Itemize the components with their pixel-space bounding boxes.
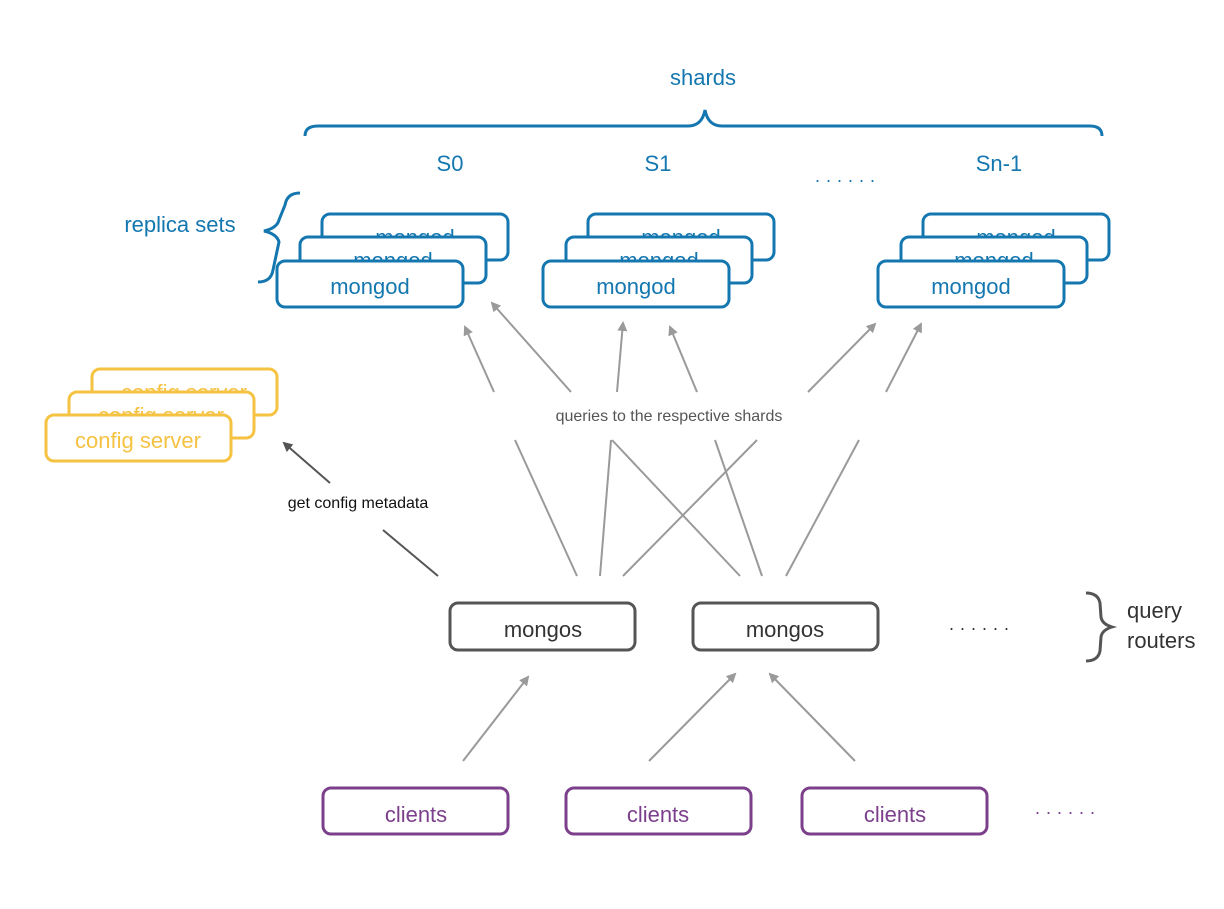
mongod-node-label: mongod	[931, 274, 1011, 299]
shard-s0-replica-stack: mongod mongod mongod	[275, 212, 510, 309]
shard-label-s0: S0	[437, 151, 464, 176]
shards-brace	[303, 109, 1104, 137]
query-routers-brace	[1085, 591, 1118, 663]
mongod-node	[876, 259, 1066, 309]
query-routers-label-line1: query	[1127, 598, 1182, 623]
queries-label: queries to the respective shards	[556, 408, 783, 425]
shards-ellipsis: · · · · · ·	[815, 170, 876, 190]
shard-label-sn-1: Sn-1	[976, 151, 1022, 176]
client-label: clients	[385, 802, 447, 827]
query-arrows-upper	[463, 301, 922, 393]
mongos-label: mongos	[746, 617, 824, 642]
shard-s1-replica-stack: mongod mongod mongod	[541, 212, 776, 309]
client-arrows	[462, 672, 856, 762]
mongos-label: mongos	[504, 617, 582, 642]
mongos-router-2: mongos	[691, 601, 880, 652]
clients-ellipsis: · · · · · ·	[1035, 802, 1096, 822]
replica-sets-brace	[257, 191, 301, 284]
client-node-1: clients	[321, 786, 510, 836]
mongod-node-label: mongod	[330, 274, 410, 299]
client-node-3: clients	[800, 786, 989, 836]
mongos-router-1: mongos	[448, 601, 637, 652]
client-label: clients	[627, 802, 689, 827]
config-server-label: config server	[75, 428, 201, 453]
mongod-node	[275, 259, 465, 309]
config-server-node	[44, 413, 233, 463]
replica-sets-label: replica sets	[124, 212, 235, 237]
client-label: clients	[864, 802, 926, 827]
client-node-2: clients	[564, 786, 753, 836]
config-metadata-label: get config metadata	[288, 495, 429, 512]
query-arrows-lower	[514, 439, 860, 577]
query-routers-label-line2: routers	[1127, 628, 1195, 653]
mongod-node-label: mongod	[596, 274, 676, 299]
shard-sn-1-replica-stack: mongod mongod mongod	[876, 212, 1111, 309]
shards-title: shards	[670, 65, 736, 90]
routers-ellipsis: · · · · · ·	[949, 618, 1010, 638]
config-metadata-arrow	[282, 441, 439, 577]
config-server-stack: config server config server config serve…	[44, 367, 279, 463]
mongod-node	[541, 259, 731, 309]
shard-label-s1: S1	[645, 151, 672, 176]
